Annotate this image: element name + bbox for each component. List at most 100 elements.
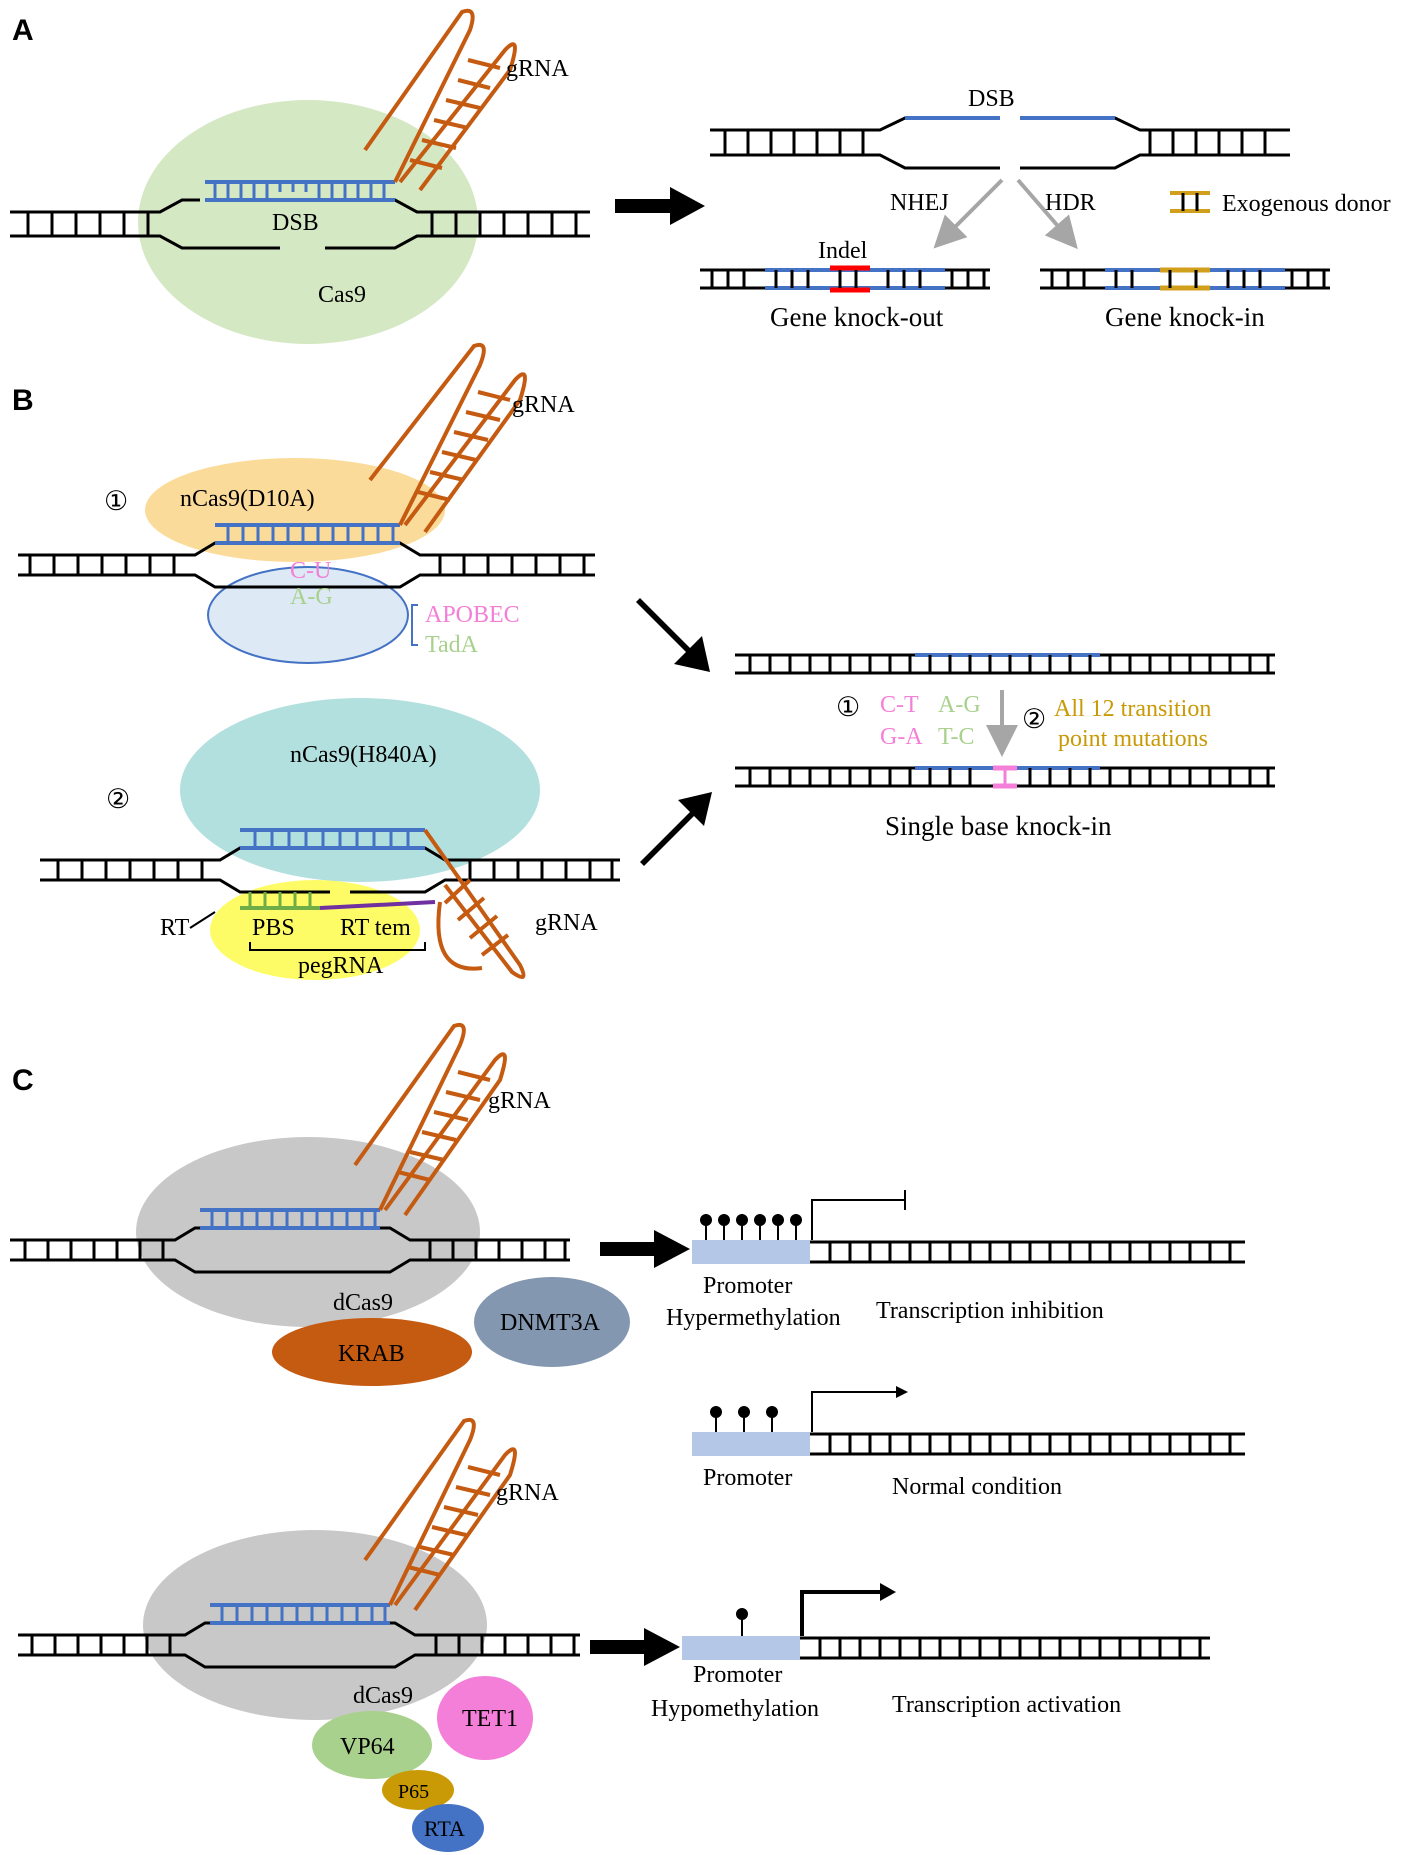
rt-tem-label: RT tem (340, 915, 411, 941)
donor-legend-icon (1170, 191, 1210, 213)
transition-line1: All 12 transition (1054, 696, 1211, 722)
mut-circle1: ① (836, 692, 860, 722)
dna-rungs (26, 212, 578, 236)
apobec-label: APOBEC (425, 602, 520, 628)
dcas9-label-bottom: dCas9 (353, 1683, 413, 1709)
grna-label-c1: gRNA (488, 1088, 551, 1114)
ncas9-h840a-label: nCas9(H840A) (290, 742, 437, 768)
circle2-label: ② (106, 784, 130, 814)
pbs-label: PBS (252, 915, 295, 941)
dcas9-label-top: dCas9 (333, 1290, 393, 1316)
knockin-duplex (1040, 267, 1330, 291)
enzyme-bracket (411, 604, 418, 646)
ag-label: A-G (290, 584, 333, 610)
tet1-ellipse (437, 1676, 533, 1760)
methylation-lollipops-2 (710, 1406, 778, 1432)
mut-circle2: ② (1022, 704, 1046, 734)
activated-tss (800, 1590, 885, 1636)
tet1-label: TET1 (462, 1706, 518, 1732)
dsb-duplex (710, 116, 1290, 170)
mut-tc: T-C (938, 724, 974, 750)
panel-c: C gRNA dCas9 KRAB DNMT3A (10, 1022, 1245, 1852)
arrow-a (615, 187, 705, 225)
rta-ellipse (412, 1804, 484, 1852)
methylation-lollipops-3 (736, 1608, 748, 1636)
vp64-label: VP64 (340, 1734, 395, 1760)
dnmt3a-label: DNMT3A (500, 1310, 601, 1336)
gene-duplex-2 (810, 1432, 1245, 1456)
promoter-label-3: Promoter (693, 1662, 782, 1688)
grna-hairpin-c1 (353, 1022, 507, 1217)
hypomethylation-label: Hypomethylation (651, 1696, 819, 1722)
dna-duplex-b2 (40, 828, 620, 894)
donor-legend-label: Exogenous donor (1222, 191, 1391, 217)
grna-label-a: gRNA (506, 56, 569, 82)
dna-duplex-c2 (18, 1603, 580, 1669)
ncas9-d10a-label: nCas9(D10A) (180, 486, 315, 512)
dna-duplex-b1 (18, 523, 595, 589)
pegrna-label: pegRNA (298, 953, 384, 979)
tada-label: TadA (425, 632, 479, 658)
grna-hairpin-b2 (423, 828, 526, 980)
dna-duplex-a (10, 180, 590, 250)
inhibited-tss (811, 1190, 906, 1240)
dsb-label-right: DSB (968, 86, 1015, 112)
cas9-ellipse (138, 100, 478, 344)
cu-label: C-U (290, 558, 331, 584)
dna-duplex-c1 (10, 1208, 570, 1274)
dna-before-edit (735, 653, 1275, 675)
grna-hairpin-a (363, 8, 517, 192)
gene-duplex-1 (810, 1240, 1245, 1264)
rt-pointer (189, 911, 216, 929)
rt-template-line (319, 900, 436, 910)
mut-ag: A-G (938, 692, 981, 718)
cas9-label: Cas9 (318, 282, 366, 308)
normal-label: Normal condition (892, 1474, 1062, 1500)
activation-label: Transcription activation (892, 1692, 1121, 1718)
krab-label: KRAB (338, 1341, 405, 1367)
hdr-label: HDR (1045, 190, 1096, 216)
p65-label: P65 (398, 1781, 429, 1803)
rt-label: RT (160, 915, 190, 941)
arrow-b2 (640, 792, 712, 866)
ncas9-d10a-ellipse (145, 458, 445, 562)
dsb-label-a: DSB (272, 210, 319, 236)
inhibition-label: Transcription inhibition (876, 1298, 1104, 1324)
promoter-label-2: Promoter (703, 1465, 792, 1491)
grna-label-b1: gRNA (512, 392, 575, 418)
mut-ct: C-T (880, 692, 919, 718)
grna-label-b2: gRNA (535, 910, 598, 936)
activated-tss-head (880, 1583, 896, 1601)
mut-ga: G-A (880, 724, 923, 750)
grna-hairpin-b1 (368, 342, 527, 534)
p65-ellipse (382, 1770, 454, 1810)
knockout-duplex (700, 265, 990, 293)
deaminase-ellipse (207, 566, 409, 664)
methylation-lollipops-1 (700, 1214, 802, 1240)
promoter-box-2 (692, 1432, 810, 1456)
krab-ellipse (272, 1318, 472, 1386)
panel-a: A gRNA DSB Cas9 (10, 8, 1391, 344)
knockin-label: Gene knock-in (1105, 302, 1265, 332)
normal-tss-head (896, 1386, 908, 1398)
circle1-label: ① (104, 486, 128, 516)
hypermethylation-label: Hypermethylation (666, 1305, 841, 1331)
rta-label: RTA (424, 1816, 465, 1841)
single-base-label: Single base knock-in (885, 811, 1112, 841)
transition-line2: point mutations (1058, 726, 1208, 752)
arrow-b1 (636, 598, 710, 672)
promoter-box-1 (692, 1240, 810, 1264)
promoter-label-1: Promoter (703, 1273, 792, 1299)
promoter-box-3 (682, 1636, 800, 1660)
gene-duplex-3 (800, 1636, 1210, 1660)
vp64-ellipse (312, 1711, 432, 1779)
dnmt3a-ellipse (474, 1277, 630, 1367)
knockout-label: Gene knock-out (770, 302, 944, 332)
hdr-arrow (1016, 178, 1078, 250)
ncas9-h840a-ellipse (180, 698, 540, 882)
nhej-label: NHEJ (890, 190, 949, 216)
grna-hairpin-c2 (363, 1417, 517, 1612)
nhej-arrow (933, 178, 1004, 249)
panel-c-label: C (12, 1064, 34, 1097)
